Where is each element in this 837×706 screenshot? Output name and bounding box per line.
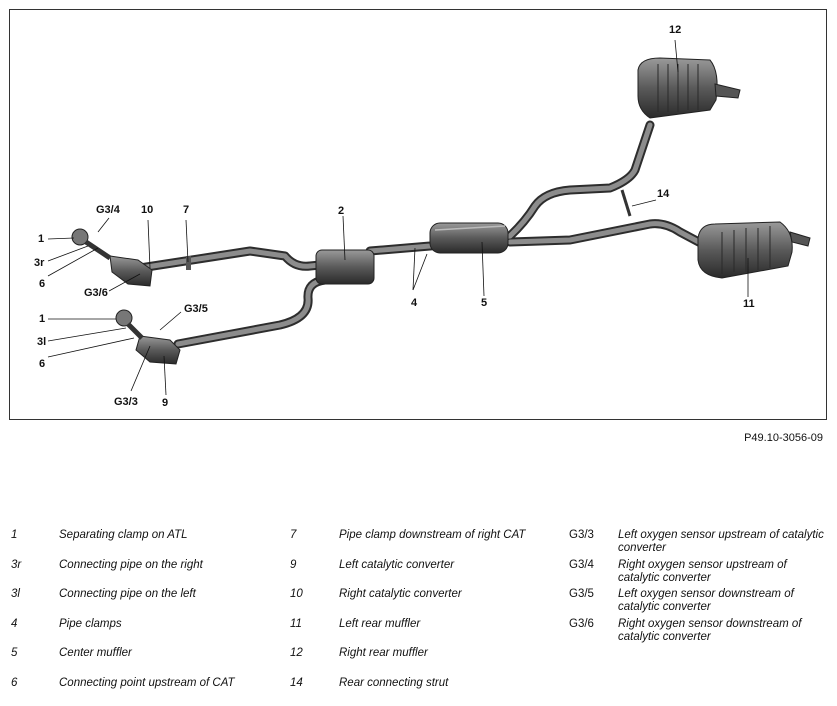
legend-text: Right oxygen sensor upstream of catalyti… xyxy=(618,559,828,585)
callout-5: 5 xyxy=(481,297,487,309)
legend-key: 10 xyxy=(290,588,303,600)
callout-9: 9 xyxy=(162,397,168,409)
legend-key: 11 xyxy=(290,618,302,630)
left-rear-muffler xyxy=(698,222,810,278)
legend-text: Left rear muffler xyxy=(339,618,420,630)
legend-row: 3r Connecting pipe on the right 9 Left c… xyxy=(11,559,831,589)
callout-14: 14 xyxy=(657,188,670,200)
center-muffler xyxy=(430,223,508,253)
legend-key: 14 xyxy=(290,677,303,689)
legend-text: Right catalytic converter xyxy=(339,588,462,600)
legend-key: G3/6 xyxy=(569,618,594,630)
legend-text: Separating clamp on ATL xyxy=(59,529,188,541)
callout-g3-4: G3/4 xyxy=(96,204,121,216)
pipe-clamp-right-cat xyxy=(186,256,191,270)
legend-key: 6 xyxy=(11,677,17,689)
legend-table: 1 Separating clamp on ATL 7 Pipe clamp d… xyxy=(11,529,831,706)
legend-text: Connecting point upstream of CAT xyxy=(59,677,235,689)
callout-7: 7 xyxy=(183,204,189,216)
exhaust-diagram: 12 14 2 7 10 G3/4 1 3r 6 G3/6 1 G3/5 3l … xyxy=(10,10,826,419)
legend-key: G3/4 xyxy=(569,559,594,571)
exhaust-pipes xyxy=(140,125,710,344)
legend-key: 9 xyxy=(290,559,296,571)
legend-row: 3l Connecting pipe on the left 10 Right … xyxy=(11,588,831,618)
callout-1-lower: 1 xyxy=(39,313,45,325)
legend-text: Left oxygen sensor downstream of catalyt… xyxy=(618,588,828,614)
callout-g3-5: G3/5 xyxy=(184,303,208,315)
callout-6-lower: 6 xyxy=(39,358,45,370)
callout-6-upper: 6 xyxy=(39,278,45,290)
legend-text: Center muffler xyxy=(59,647,132,659)
figure-reference: P49.10-3056-09 xyxy=(744,432,823,444)
left-catalytic-converter xyxy=(116,310,180,364)
legend-text: Pipe clamp downstream of right CAT xyxy=(339,529,525,541)
callout-3l: 3l xyxy=(37,336,46,348)
callout-g3-3: G3/3 xyxy=(114,396,138,408)
legend-row: 5 Center muffler 12 Right rear muffler xyxy=(11,647,831,677)
legend-text: Left oxygen sensor upstream of catalytic… xyxy=(618,529,828,555)
callout-10: 10 xyxy=(141,204,153,216)
exhaust-system-figure: 12 14 2 7 10 G3/4 1 3r 6 G3/6 1 G3/5 3l … xyxy=(9,9,827,420)
legend-text: Connecting pipe on the left xyxy=(59,588,196,600)
legend-row: 4 Pipe clamps 11 Left rear muffler G3/6 … xyxy=(11,618,831,648)
callout-1-upper: 1 xyxy=(38,233,44,245)
legend-text: Connecting pipe on the right xyxy=(59,559,203,571)
legend-text: Left catalytic converter xyxy=(339,559,454,571)
callout-3r: 3r xyxy=(34,257,45,269)
callout-g3-6: G3/6 xyxy=(84,287,108,299)
callout-11: 11 xyxy=(743,298,755,310)
callout-2: 2 xyxy=(338,205,344,217)
legend-key: 1 xyxy=(11,529,17,541)
legend-key: 3l xyxy=(11,588,20,600)
legend-text: Right rear muffler xyxy=(339,647,428,659)
legend-key: 3r xyxy=(11,559,21,571)
right-catalytic-converter xyxy=(72,229,152,286)
legend-row: 1 Separating clamp on ATL 7 Pipe clamp d… xyxy=(11,529,831,559)
rear-connecting-strut xyxy=(622,190,630,216)
legend-key: 12 xyxy=(290,647,303,659)
legend-row: 6 Connecting point upstream of CAT 14 Re… xyxy=(11,677,831,706)
legend-key: 7 xyxy=(290,529,296,541)
legend-key: 4 xyxy=(11,618,17,630)
right-rear-muffler xyxy=(638,58,740,118)
callout-4: 4 xyxy=(411,297,418,309)
legend-key: 5 xyxy=(11,647,17,659)
legend-key: G3/3 xyxy=(569,529,594,541)
legend-text: Pipe clamps xyxy=(59,618,122,630)
callout-12: 12 xyxy=(669,24,681,36)
legend-text: Right oxygen sensor downstream of cataly… xyxy=(618,618,828,644)
legend-key: G3/5 xyxy=(569,588,594,600)
legend-text: Rear connecting strut xyxy=(339,677,448,689)
